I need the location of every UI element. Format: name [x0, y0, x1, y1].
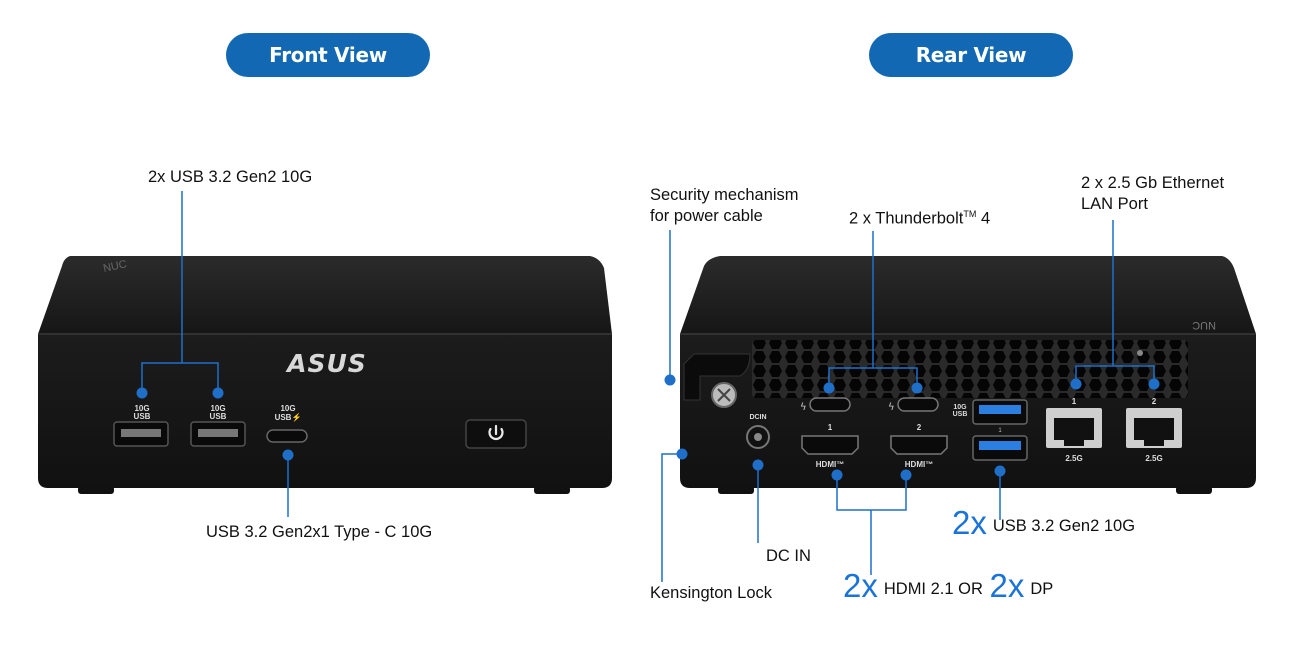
front-usb-a-port-2	[190, 421, 246, 447]
security-label-line2: for power cable	[650, 207, 763, 225]
hdmi-text: HDMI 2.1 OR	[883, 580, 983, 598]
rear-leader-dots	[664, 374, 1160, 481]
front-usb-a-label: 2x USB 3.2 Gen2 10G	[148, 168, 313, 186]
rear-usb-label: 2x USB 3.2 Gen2 10G	[952, 506, 1136, 539]
thunderbolt-tm: TM	[963, 209, 977, 219]
usbc-port-label-b: USB⚡	[275, 412, 302, 422]
lan-port-2: 2 2.5G	[1126, 397, 1182, 463]
led	[1137, 350, 1143, 356]
thunderbolt-label-text: 2 x Thunderbolt	[849, 209, 964, 228]
usbc-port-label: 10G	[280, 404, 295, 413]
ethernet-label-line1: 2 x 2.5 Gb Ethernet	[1081, 174, 1225, 192]
svg-text:1: 1	[998, 428, 1002, 434]
svg-text:HDMI™: HDMI™	[905, 460, 933, 469]
svg-text:2.5G: 2.5G	[1145, 454, 1162, 463]
front-usb-c-port	[266, 429, 308, 443]
svg-text:2.5G: 2.5G	[1065, 454, 1082, 463]
front-leader-dots	[136, 387, 294, 461]
rear-usb-a-ports: 10G USB 1	[953, 399, 1028, 461]
svg-text:10G: 10G	[953, 404, 967, 411]
rear-usb-text: USB 3.2 Gen2 10G	[992, 517, 1136, 535]
power-button	[465, 419, 527, 449]
dp-text: DP	[1030, 580, 1054, 598]
svg-text:USB: USB	[953, 411, 968, 418]
front-usb-c-label: USB 3.2 Gen2x1 Type - C 10G	[206, 523, 433, 541]
svg-text:HDMI™: HDMI™	[816, 460, 844, 469]
rear-usb-count: 2x	[952, 504, 987, 541]
front-view-header: Front View	[226, 33, 430, 77]
hdmi-dp-label: 2x HDMI 2.1 OR 2x DP	[843, 569, 1054, 602]
thunderbolt-label: 2 x ThunderboltTM 4	[849, 204, 990, 230]
dp-count: 2x	[989, 567, 1025, 604]
front-leader-lines	[141, 191, 289, 517]
dc-in-jack: DCIN	[746, 414, 770, 449]
ethernet-label: 2 x 2.5 Gb Ethernet LAN Port	[1081, 173, 1224, 215]
security-clip	[683, 353, 751, 408]
nuc-logo-rear: NUC	[1192, 319, 1216, 331]
rear-view-header: Rear View	[869, 33, 1073, 77]
asus-logo: ASUS	[285, 349, 367, 378]
security-mechanism-label: Security mechanism for power cable	[650, 185, 799, 227]
asus-logo-text: ASUS	[285, 349, 367, 378]
svg-text:ϟ: ϟ	[888, 402, 895, 413]
dc-in-label: DC IN	[766, 547, 811, 565]
hdmi-count: 2x	[843, 567, 878, 604]
nuc-logo: NUC	[102, 258, 128, 275]
ethernet-label-line2: LAN Port	[1081, 195, 1148, 213]
vent-grille	[752, 340, 1188, 398]
front-usb-a-port-1	[113, 421, 169, 447]
svg-text:1: 1	[1072, 397, 1077, 406]
usb-port-label-2: 10G	[210, 404, 225, 413]
svg-text:1: 1	[828, 423, 833, 432]
usb-port-label-1b: USB	[134, 412, 151, 421]
security-label-line1: Security mechanism	[650, 186, 799, 204]
svg-text:DCIN: DCIN	[749, 414, 766, 421]
lan-port-1: 1 2.5G	[1046, 397, 1102, 463]
thunderbolt-port-2: ϟ	[888, 397, 939, 413]
thunderbolt-port-1: ϟ	[800, 397, 851, 413]
usb-port-label-2b: USB	[210, 412, 227, 421]
rear-leader-lines	[661, 220, 1155, 582]
svg-text:2: 2	[917, 423, 922, 432]
hdmi-port-2: 2 HDMI™	[890, 423, 948, 469]
svg-text:2: 2	[1152, 397, 1157, 406]
hdmi-port-1: 1 HDMI™	[801, 423, 859, 469]
svg-text:ϟ: ϟ	[800, 402, 807, 413]
kensington-lock-label: Kensington Lock	[650, 584, 773, 602]
thunderbolt-version: 4	[976, 209, 991, 228]
usb-port-label-1: 10G	[134, 404, 149, 413]
